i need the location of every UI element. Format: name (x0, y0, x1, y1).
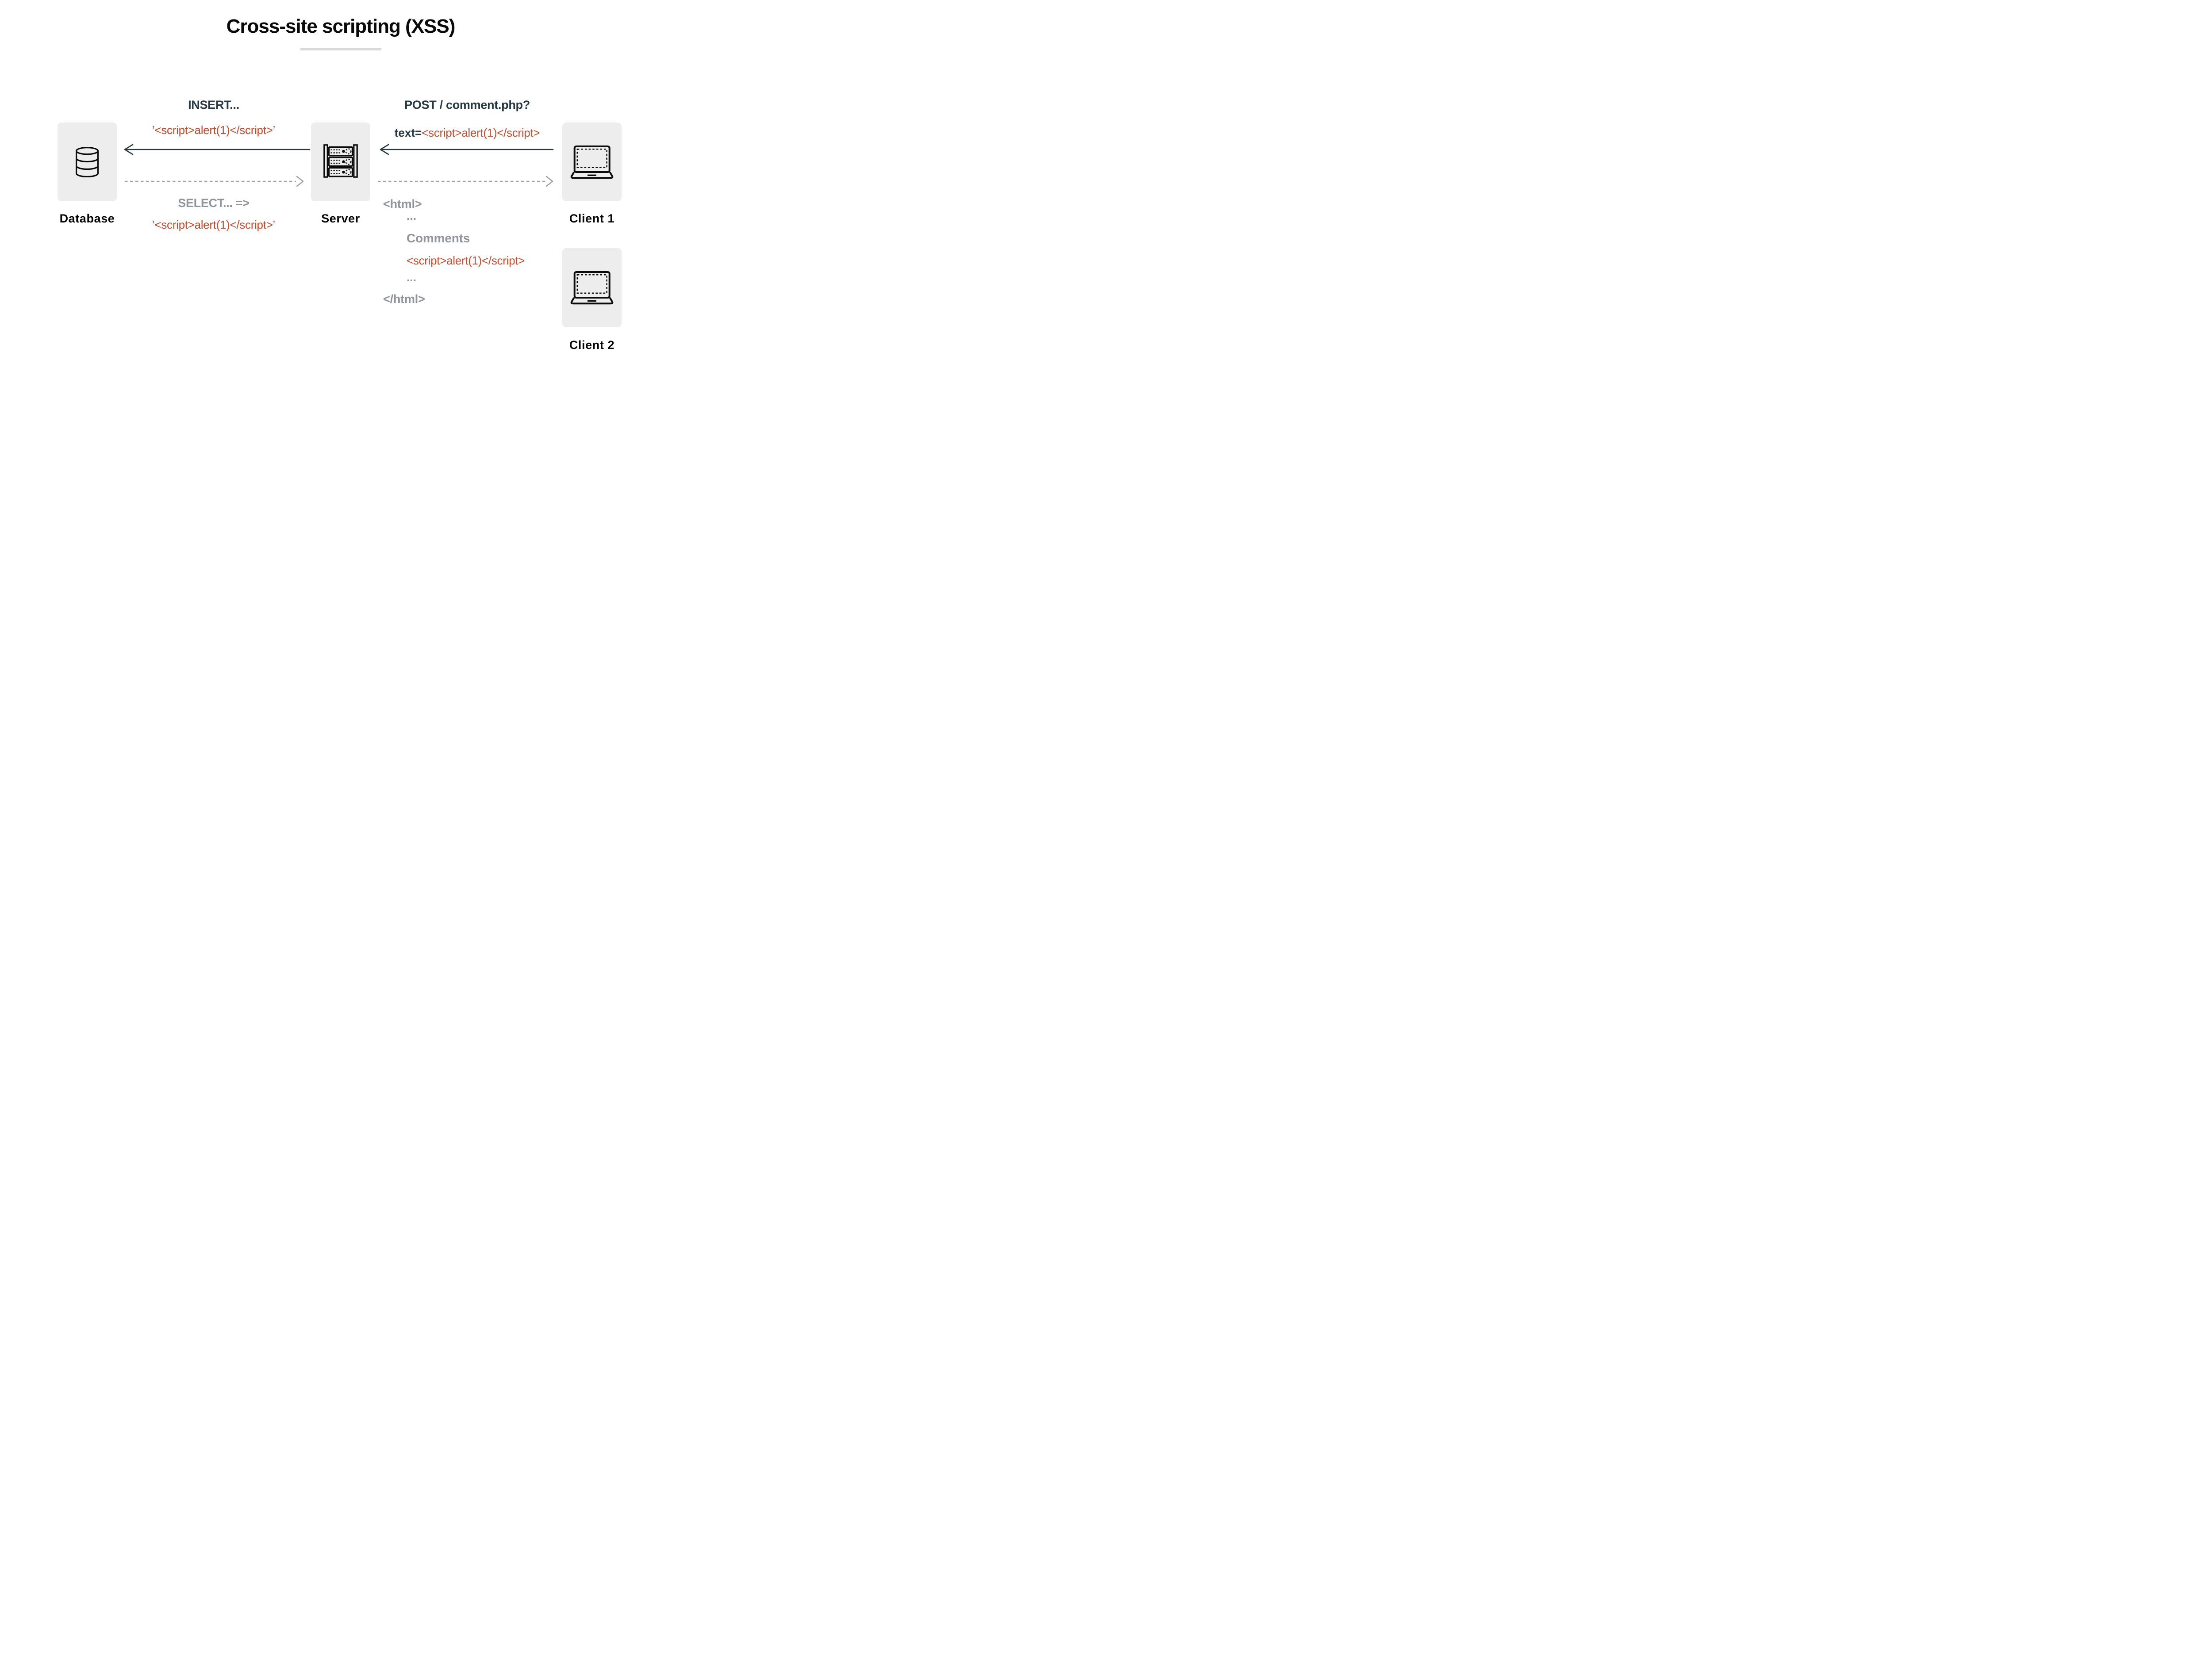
node-client2 (562, 248, 622, 327)
client2-label: Client 2 (569, 338, 615, 352)
code-line-ellipsis-top: ... (407, 209, 416, 222)
code-line-script-payload: <script>alert(1)</script> (407, 254, 525, 267)
arrows-layer (124, 144, 554, 187)
select-payload: ’<script>alert(1)</script>’ (152, 218, 275, 231)
insert-heading: INSERT... (188, 98, 239, 111)
post-arrow-solid (380, 144, 554, 155)
insert-payload: ’<script>alert(1)</script>’ (152, 123, 275, 137)
laptop-icon (570, 271, 614, 305)
node-server (311, 123, 370, 201)
response-arrow-dashed (378, 176, 553, 187)
code-line-html-close: </html> (383, 292, 425, 306)
code-line-ellipsis-bottom: ... (407, 271, 416, 284)
title-divider (300, 48, 381, 50)
server-label: Server (321, 212, 360, 225)
select-arrow-dashed (125, 176, 304, 187)
code-line-html-open: <html> (383, 197, 422, 211)
code-line-comments: Comments (407, 231, 470, 245)
post-heading: POST / comment.php? (404, 98, 530, 111)
database-icon (76, 147, 99, 177)
xss-diagram: Cross-site scripting (XSS) (0, 0, 681, 383)
post-payload: <script>alert(1)</script> (422, 126, 540, 139)
select-heading: SELECT... => (178, 196, 250, 210)
post-body-line: text=<script>alert(1)</script> (379, 127, 556, 138)
client1-label: Client 1 (569, 212, 615, 225)
server-rack-icon (323, 144, 358, 178)
post-param-name: text= (394, 126, 422, 139)
insert-arrow-solid (124, 144, 311, 155)
laptop-icon (570, 146, 614, 179)
node-client1 (562, 123, 622, 201)
page-title: Cross-site scripting (XSS) (226, 15, 456, 37)
database-label: Database (59, 212, 115, 225)
